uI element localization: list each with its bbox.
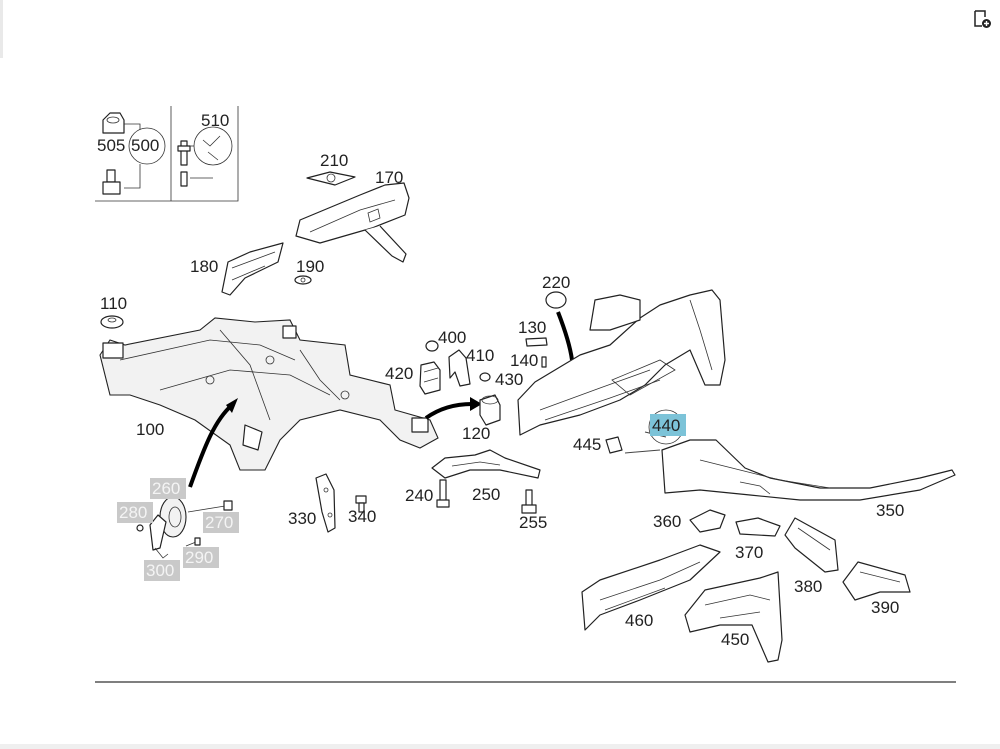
bolt-part [102, 169, 121, 195]
bracket-360 [689, 509, 726, 533]
bolt-430 [479, 372, 491, 382]
callout-410[interactable]: 410 [466, 346, 494, 365]
callout-250[interactable]: 250 [472, 485, 500, 504]
fastener-inset-box [95, 106, 239, 202]
bracket-180 [221, 242, 284, 296]
callout-445[interactable]: 445 [573, 435, 601, 454]
subframe-100 [99, 317, 439, 471]
callout-255[interactable]: 255 [519, 513, 547, 532]
callout-430[interactable]: 430 [495, 370, 523, 389]
bolt-240 [436, 479, 450, 508]
mount-420 [419, 361, 441, 395]
callout-270[interactable]: 270 [205, 513, 233, 532]
callout-260[interactable]: 260 [152, 479, 180, 498]
document-add-button[interactable] [969, 6, 995, 32]
callout-330[interactable]: 330 [288, 509, 316, 528]
callout-120[interactable]: 120 [462, 424, 490, 443]
callout-340[interactable]: 340 [348, 507, 376, 526]
callout-360[interactable]: 360 [653, 512, 681, 531]
bracket-170 [295, 182, 410, 263]
bracket-445 [605, 436, 623, 454]
clamp-410 [448, 349, 471, 387]
callout-220[interactable]: 220 [542, 273, 570, 292]
highlight-270 [203, 512, 239, 533]
rail-460 [581, 544, 721, 631]
callout-100[interactable]: 100 [136, 420, 164, 439]
bolt-255 [521, 489, 537, 514]
panel-450 [684, 571, 783, 663]
callout-180[interactable]: 180 [190, 257, 218, 276]
stud-part [177, 140, 191, 187]
bolt-400 [425, 340, 439, 352]
arrow-mount [424, 402, 473, 420]
highlight-290 [183, 547, 219, 568]
clip-140 [541, 356, 547, 368]
callout-240[interactable]: 240 [405, 486, 433, 505]
callout-400[interactable]: 400 [438, 328, 466, 347]
callout-510[interactable]: 510 [201, 111, 229, 130]
callout-210[interactable]: 210 [320, 151, 348, 170]
bracket-390 [842, 561, 911, 601]
bolt-340 [355, 495, 367, 513]
plate-210 [306, 171, 356, 186]
mount-110 [100, 315, 124, 329]
arm-250 [431, 449, 541, 479]
front-rail-assembly [517, 289, 726, 436]
callout-450[interactable]: 450 [721, 630, 749, 649]
callout-390[interactable]: 390 [871, 598, 899, 617]
callout-110[interactable]: 110 [100, 294, 127, 313]
plug-220 [545, 291, 574, 361]
arrow-bushing [188, 403, 234, 488]
callout-140[interactable]: 140 [510, 351, 538, 370]
callout-290[interactable]: 290 [185, 548, 213, 567]
document-add-icon [974, 10, 991, 28]
rail-350 [661, 439, 956, 501]
callout-300[interactable]: 300 [146, 561, 174, 580]
nut-part [102, 112, 125, 134]
callout-460[interactable]: 460 [625, 611, 653, 630]
callout-380[interactable]: 380 [794, 577, 822, 596]
highlight-440 [650, 414, 686, 436]
callout-370[interactable]: 370 [735, 543, 763, 562]
plate-130 [525, 337, 548, 347]
callout-130[interactable]: 130 [518, 318, 546, 337]
callout-420[interactable]: 420 [385, 364, 413, 383]
callout-505[interactable]: 505 [97, 136, 125, 155]
highlight-300 [144, 560, 180, 581]
callout-350[interactable]: 350 [876, 501, 904, 520]
mount-120 [479, 394, 501, 426]
bracket-370 [735, 517, 781, 537]
left-edge-strip [0, 0, 3, 58]
bottom-edge-strip [0, 744, 1000, 749]
callout-440[interactable]: 440 [652, 416, 680, 435]
nut-190 [294, 275, 312, 285]
callout-500[interactable]: 500 [131, 136, 159, 155]
bracket-330 [315, 473, 336, 533]
callout-280[interactable]: 280 [119, 503, 147, 522]
callout-190[interactable]: 190 [296, 257, 324, 276]
highlight-260 [150, 478, 186, 499]
callout-170[interactable]: 170 [375, 168, 403, 187]
highlight-280 [117, 502, 153, 523]
bracket-380 [784, 517, 839, 573]
